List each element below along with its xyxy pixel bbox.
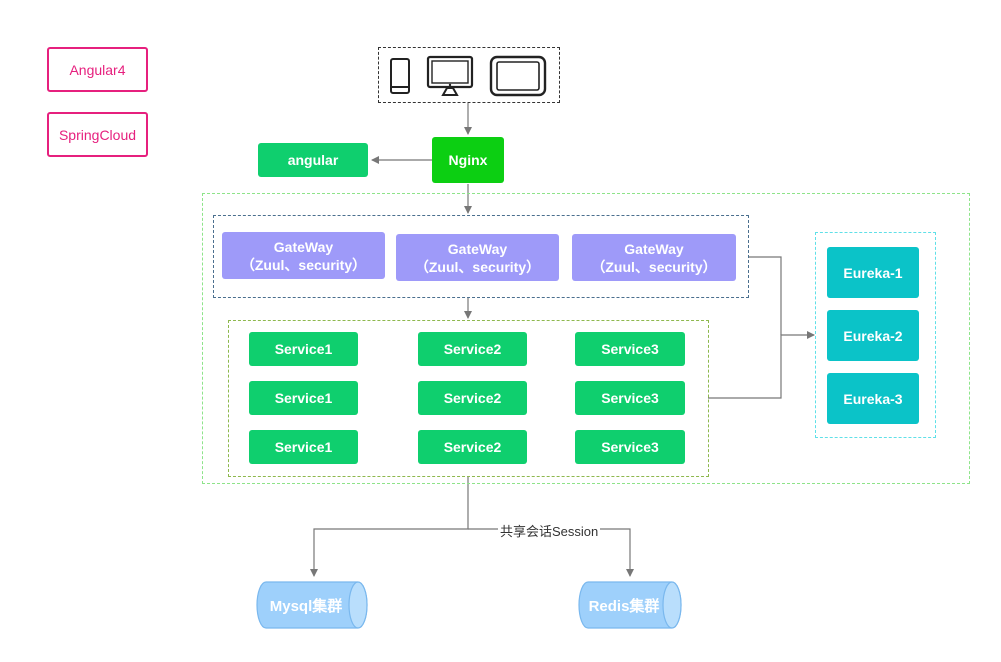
backend-boundary	[202, 193, 970, 484]
gateway-cluster	[213, 215, 749, 298]
gateway-title: GateWay	[624, 240, 684, 257]
client-devices-group	[378, 47, 560, 103]
eureka-2-node: Eureka-2	[827, 310, 919, 361]
legend-springcloud: SpringCloud	[47, 112, 148, 157]
mysql-cluster-cylinder	[256, 581, 368, 629]
gateway-node-2: GateWay （Zuul、security）	[396, 234, 559, 281]
service2-node: Service2	[418, 332, 527, 366]
gateway-node-3: GateWay （Zuul、security）	[572, 234, 736, 281]
service1-node: Service1	[249, 332, 358, 366]
tablet-icon	[489, 55, 547, 97]
edge-gateway-eureka	[748, 256, 782, 335]
legend-angular: Angular4	[47, 47, 148, 92]
redis-cluster-label: Redis集群	[588, 597, 660, 615]
service3-node: Service3	[575, 430, 685, 464]
service3-node: Service3	[575, 381, 685, 415]
service2-node: Service2	[418, 381, 527, 415]
gateway-node-1: GateWay （Zuul、security）	[222, 232, 385, 279]
gateway-subtitle: （Zuul、security）	[591, 258, 717, 275]
service3-node: Service3	[575, 332, 685, 366]
gateway-subtitle: （Zuul、security）	[240, 256, 367, 273]
gateway-title: GateWay	[447, 240, 508, 257]
service-cluster	[228, 320, 709, 477]
redis-cluster-cylinder	[578, 581, 682, 629]
mysql-cluster-label: Mysql集群	[269, 597, 343, 615]
eureka-cluster	[815, 232, 936, 438]
eureka-3-node: Eureka-3	[827, 373, 919, 424]
gateway-title: GateWay	[273, 238, 334, 255]
nginx-node: Nginx	[432, 137, 504, 183]
angular-node: angular	[258, 143, 368, 177]
service1-node: Service1	[249, 381, 358, 415]
phone-icon	[390, 58, 410, 94]
eureka-1-node: Eureka-1	[827, 247, 919, 298]
service2-node: Service2	[418, 430, 527, 464]
desktop-monitor-icon	[426, 55, 474, 96]
session-edge-label: 共享会话Session	[498, 521, 601, 540]
gateway-subtitle: （Zuul、security）	[414, 258, 541, 275]
edge-services-eureka	[708, 331, 815, 399]
service1-node: Service1	[249, 430, 358, 464]
edge-services-mysql	[310, 477, 469, 577]
